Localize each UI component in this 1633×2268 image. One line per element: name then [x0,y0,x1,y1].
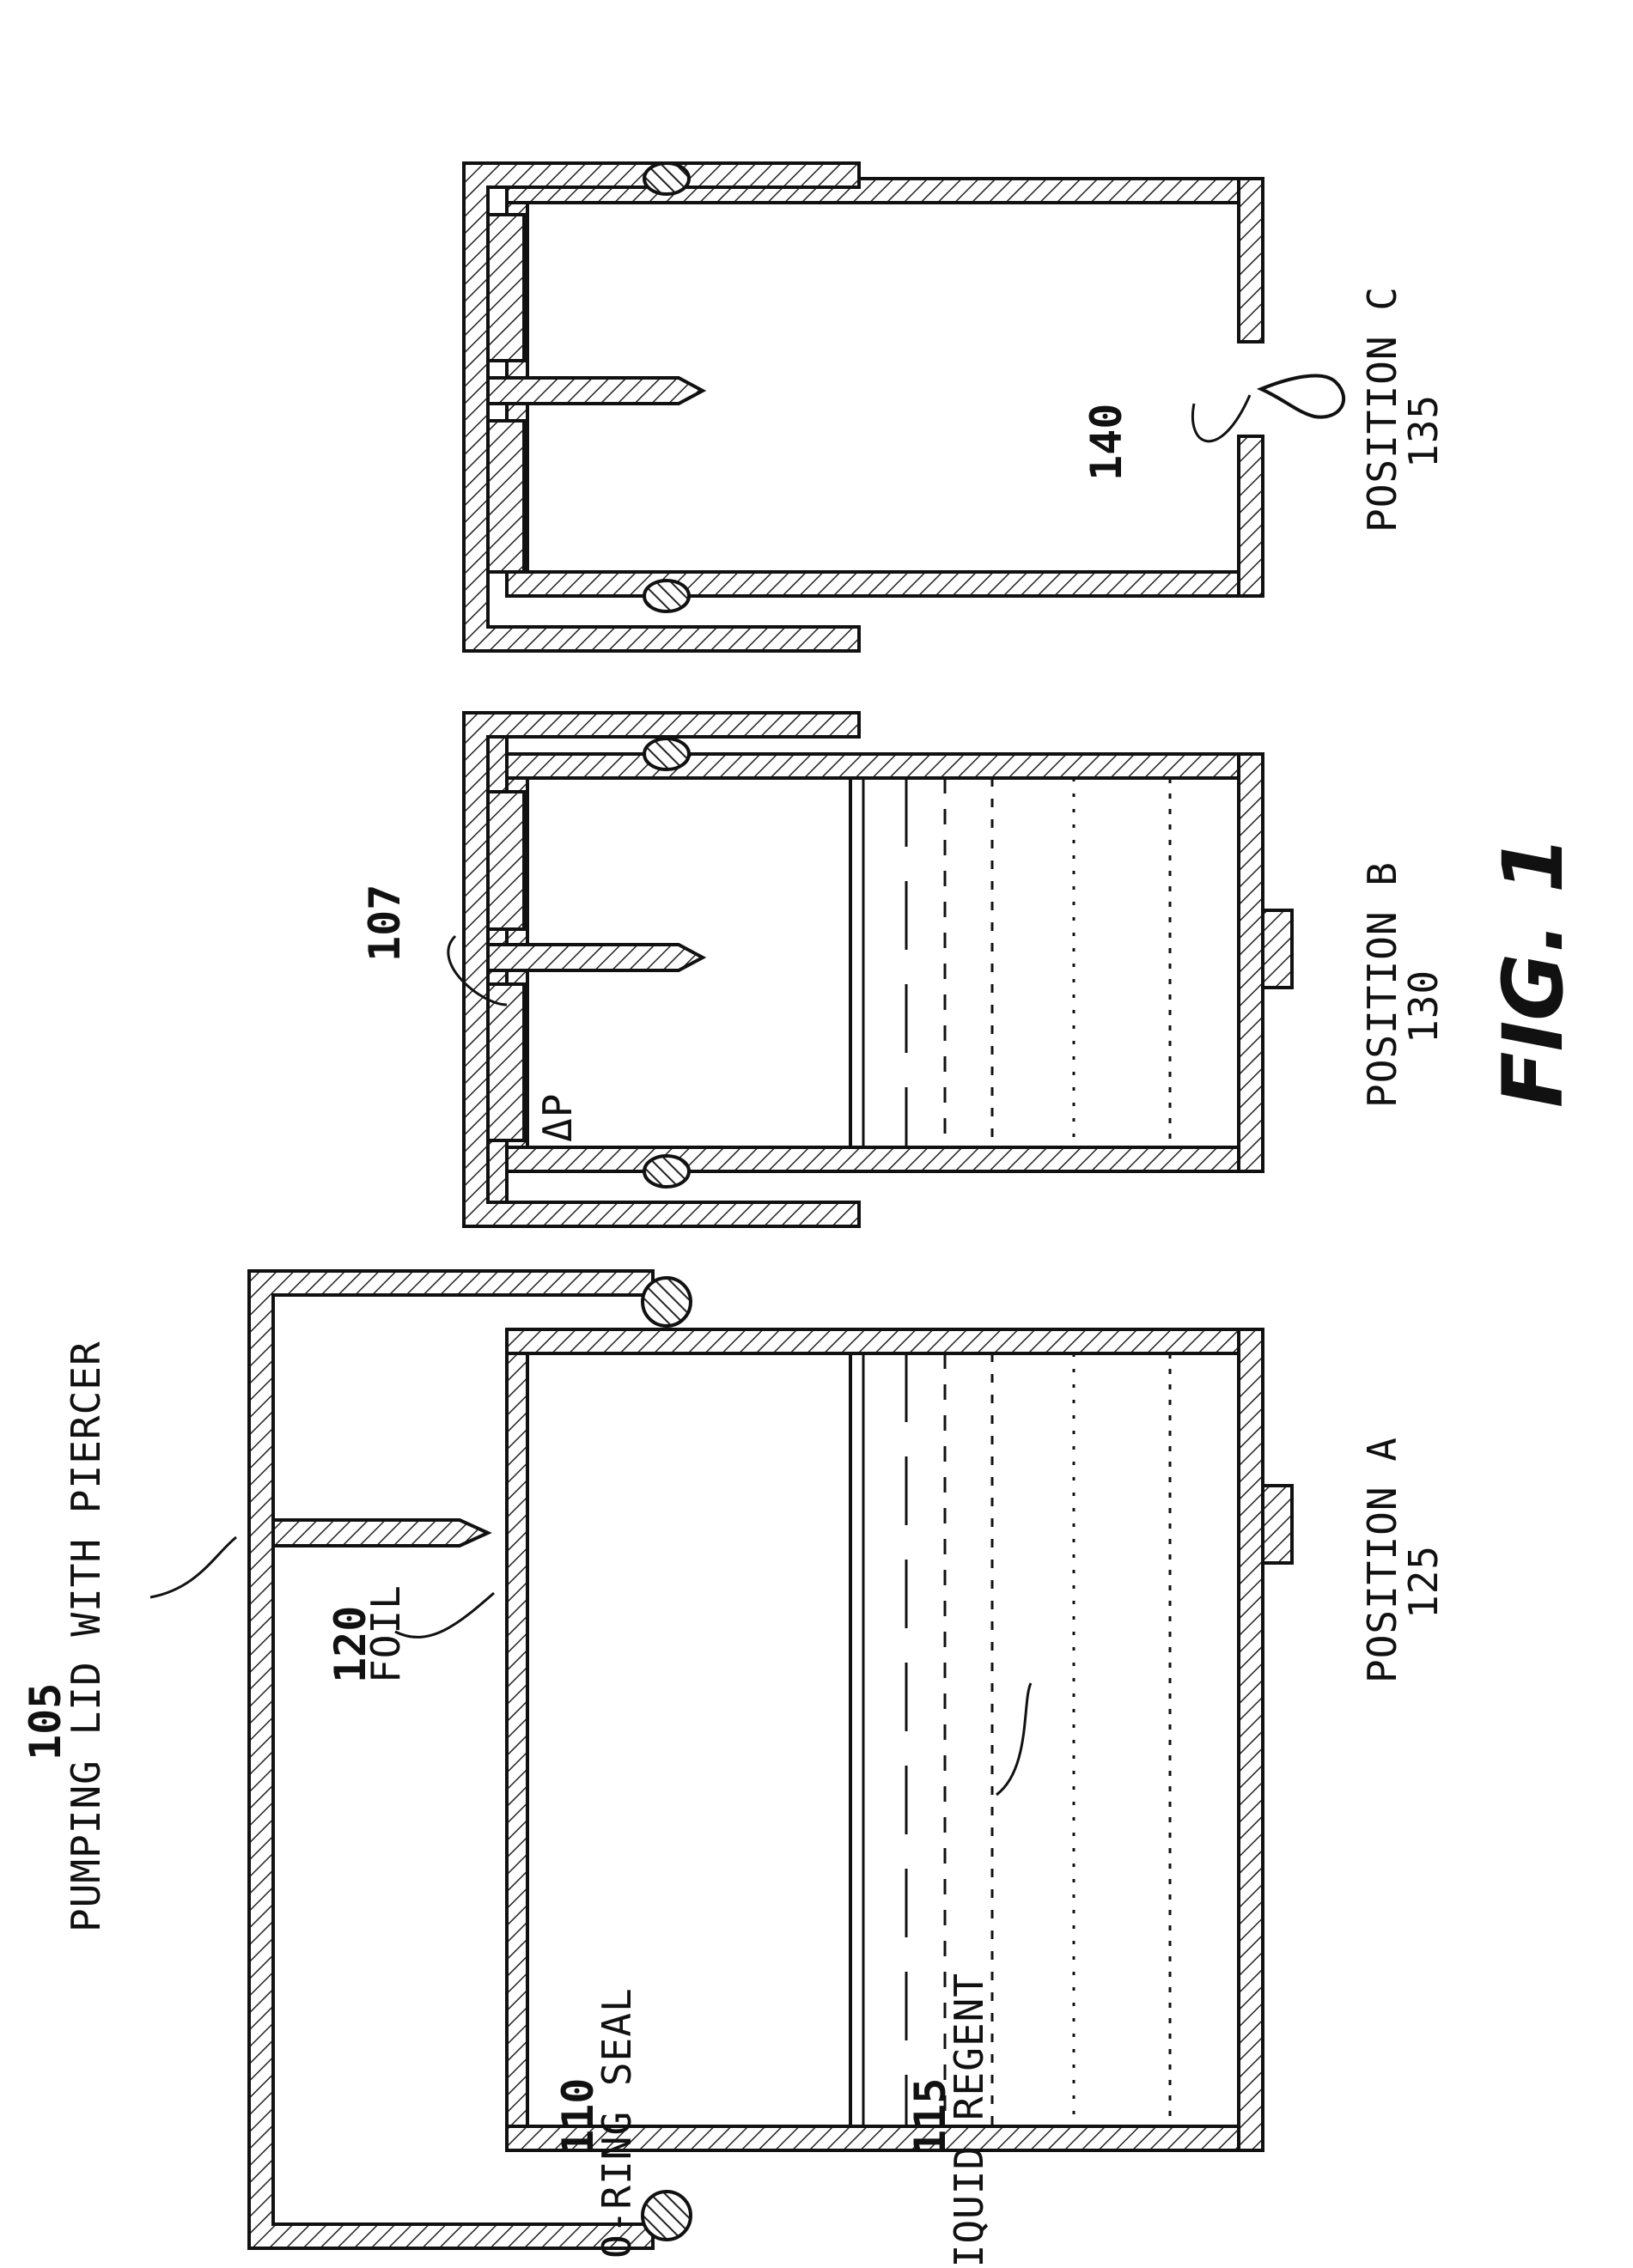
leader-115 [996,1683,1031,1795]
position-c-ref: 135 [1400,394,1447,468]
o-ring-c-bottom [644,581,689,611]
ref-140: 140 [1082,404,1131,481]
leader-105 [150,1537,236,1597]
position-c-drawing [464,163,1344,651]
figure-caption-text: FIG. 1 [1485,836,1581,1108]
leader-140 [1192,395,1250,441]
label-120: 120 FOIL [326,1584,409,1683]
label-105: 105 PUMPING LID WITH PIERCER [21,1341,109,1932]
label-pressure: ΔP [534,1093,581,1142]
o-ring-a-bottom [643,2192,691,2240]
position-b-name: POSITION B [1359,861,1405,1108]
label-position-a: POSITION A 125 [1359,1437,1447,1683]
foil-a [507,1353,527,2126]
label-110: 110 O-RING SEAL [553,1987,640,2259]
o-ring-b-bottom [644,1156,689,1187]
o-ring-c-top [644,163,689,194]
label-107: 107 [360,885,410,962]
label-140: 140 [1082,404,1131,481]
figure-caption: FIG. 1 [1485,836,1581,1108]
label-foil: FOIL [363,1584,409,1683]
droplet-shape [1261,375,1344,417]
o-ring-b-top [644,739,689,769]
label-liquid: LIQUID REGENT [946,1973,992,2264]
position-a-ref: 125 [1400,1545,1447,1619]
position-a-drawing [249,1271,1292,2248]
position-c-name: POSITION C [1359,286,1405,532]
position-a-name: POSITION A [1359,1437,1405,1683]
position-b-drawing [464,713,1292,1226]
leader-120 [395,1593,494,1637]
ref-107: 107 [360,885,410,962]
position-b-ref: 130 [1400,970,1447,1043]
label-115: 115 LIQUID REGENT [905,1973,992,2264]
label-oring: O-RING SEAL [594,1987,640,2259]
label-delta-p: ΔP [534,1093,581,1142]
o-ring-a-top [643,1278,691,1326]
label-position-b: POSITION B 130 [1359,861,1447,1108]
label-pumping-lid: PUMPING LID WITH PIERCER [63,1341,109,1932]
label-position-c: POSITION C 135 [1359,286,1447,532]
